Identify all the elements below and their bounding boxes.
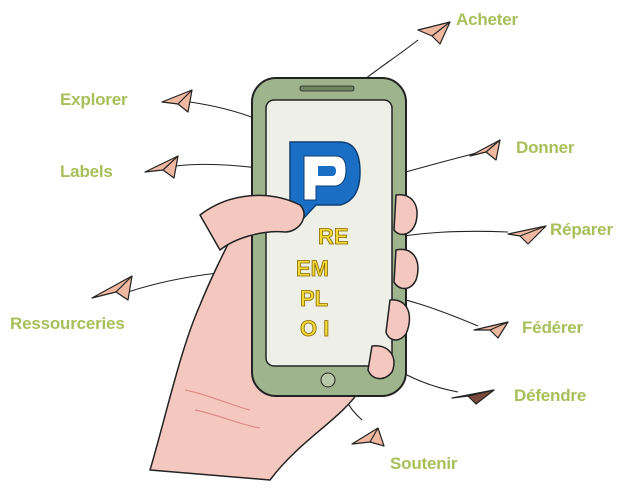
label-soutenir[interactable]: Soutenir <box>390 454 458 473</box>
label-explorer[interactable]: Explorer <box>60 90 128 109</box>
paper-plane-icon <box>351 427 385 447</box>
label-reparer[interactable]: Réparer <box>550 220 613 239</box>
label-federer[interactable]: Fédérer <box>522 318 583 337</box>
paper-plane-icon <box>473 321 509 339</box>
label-donner[interactable]: Donner <box>516 138 575 157</box>
paper-plane-icon <box>161 89 193 113</box>
paper-planes <box>91 21 547 447</box>
screen-text-line-4: O I <box>300 316 329 341</box>
label-labels[interactable]: Labels <box>60 162 113 181</box>
label-defendre[interactable]: Défendre <box>514 386 587 405</box>
paper-plane-icon <box>417 21 451 45</box>
paper-plane-icon <box>451 389 495 405</box>
reemploi-logo-icon <box>289 141 361 224</box>
screen-text-line-3: PL <box>300 286 328 311</box>
label-acheter[interactable]: Acheter <box>456 10 518 29</box>
screen-text-line-2: EM <box>296 256 329 281</box>
paper-plane-icon <box>507 225 547 245</box>
fingers <box>199 194 419 380</box>
paper-plane-icon <box>469 139 501 161</box>
paper-plane-icon <box>91 275 133 301</box>
screen-text-line-1: RE <box>318 224 349 249</box>
paper-plane-icon <box>144 155 179 179</box>
screen-text: RE EM PL O I <box>296 224 349 342</box>
label-ressourceries[interactable]: Ressourceries <box>10 314 125 333</box>
